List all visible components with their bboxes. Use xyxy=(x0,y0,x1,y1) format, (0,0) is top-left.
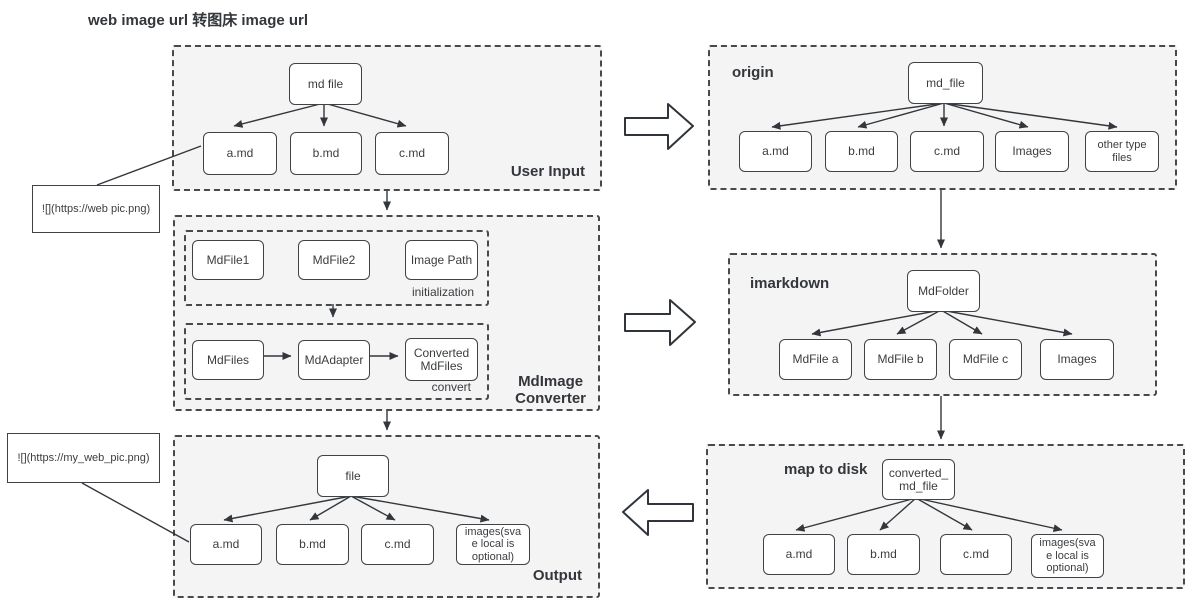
node-origin-a-md: a.md xyxy=(739,131,812,172)
group-mdimage-converter: MdFile1 MdFile2 Image Path initializatio… xyxy=(173,215,600,411)
group-label-mdimage-converter: MdImage Converter xyxy=(515,373,586,407)
sub-label-initialization: initialization xyxy=(411,285,474,299)
annotation-web-pic: ![](https://web pic.png) xyxy=(32,185,160,233)
node-mdfiles: MdFiles xyxy=(192,340,264,380)
node-image-path: Image Path xyxy=(405,240,478,280)
node-mdfolder: MdFolder xyxy=(907,270,980,312)
node-user-input-b-md: b.md xyxy=(290,132,362,175)
group-label-output: Output xyxy=(532,567,582,584)
node-file: file xyxy=(317,455,389,497)
big-arrow-left-bottom xyxy=(622,489,694,536)
group-user-input: md file a.md b.md c.md User Input xyxy=(172,45,602,191)
group-label-user-input: User Input xyxy=(510,163,585,180)
node-user-input-c-md: c.md xyxy=(375,132,449,175)
sub-label-convert: convert xyxy=(431,380,471,394)
node-converted-mdfiles: Converted MdFiles xyxy=(405,338,478,381)
group-output: file a.md b.md c.md images(sva e local i… xyxy=(173,435,600,598)
group-label-map-to-disk: map to disk xyxy=(784,461,868,478)
node-imarkdown-images: Images xyxy=(1040,339,1114,380)
node-disk-a-md: a.md xyxy=(763,534,835,575)
node-converted-md-file: converted_ md_file xyxy=(882,459,955,500)
node-origin-other-type-files: other type files xyxy=(1085,131,1159,172)
page-title: web image url 转图床 image url xyxy=(88,12,309,29)
node-mdadapter: MdAdapter xyxy=(298,340,370,380)
node-mdfile2: MdFile2 xyxy=(298,240,370,280)
node-md-file: md file xyxy=(289,63,362,105)
node-mdfile-a: MdFile a xyxy=(779,339,852,380)
node-output-c-md: c.md xyxy=(361,524,434,565)
node-mdfile-b: MdFile b xyxy=(864,339,937,380)
node-output-a-md: a.md xyxy=(190,524,262,565)
node-disk-images: images(sva e local is optional) xyxy=(1031,534,1104,578)
node-mdfile-c: MdFile c xyxy=(949,339,1022,380)
big-arrow-right-middle xyxy=(624,299,696,346)
group-label-origin: origin xyxy=(732,64,774,81)
node-mdfile1: MdFile1 xyxy=(192,240,264,280)
annotation-my-web-pic: ![](https://my_web_pic.png) xyxy=(7,433,160,483)
node-disk-b-md: b.md xyxy=(847,534,920,575)
node-origin-c-md: c.md xyxy=(910,131,984,172)
group-label-imarkdown: imarkdown xyxy=(750,275,830,292)
group-imarkdown: imarkdown MdFolder MdFile a MdFile b MdF… xyxy=(728,253,1157,396)
node-md-file-origin: md_file xyxy=(908,62,983,104)
group-origin: origin md_file a.md b.md c.md Images oth… xyxy=(708,45,1177,190)
node-user-input-a-md: a.md xyxy=(203,132,277,175)
node-output-images: images(sva e local is optional) xyxy=(456,524,530,565)
big-arrow-right-top xyxy=(624,103,694,150)
node-origin-images: Images xyxy=(995,131,1069,172)
subgroup-convert: MdFiles MdAdapter Converted MdFiles conv… xyxy=(184,323,489,400)
group-map-to-disk: map to disk converted_ md_file a.md b.md… xyxy=(706,444,1185,589)
node-origin-b-md: b.md xyxy=(825,131,898,172)
node-disk-c-md: c.md xyxy=(940,534,1012,575)
subgroup-initialization: MdFile1 MdFile2 Image Path initializatio… xyxy=(184,230,489,306)
node-output-b-md: b.md xyxy=(276,524,349,565)
